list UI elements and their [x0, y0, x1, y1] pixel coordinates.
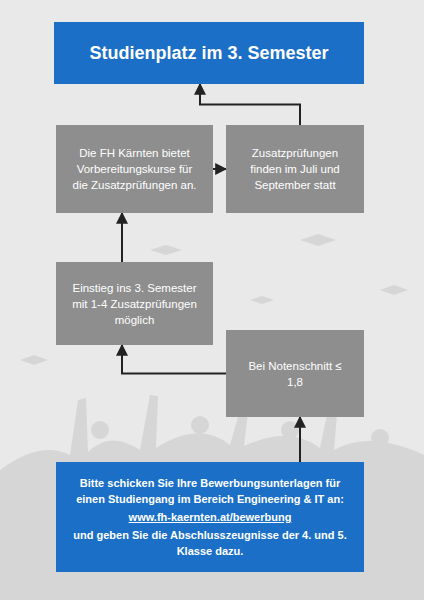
box-text: Bei Notenschnitt ≤ 1,8: [240, 358, 350, 390]
application-box: Bitte schicken Sie Ihre Bewerbungsunterl…: [56, 462, 364, 572]
flow-arrow: [200, 84, 300, 125]
process-box: Die FH Kärnten bietet Vorbereitungskurse…: [56, 125, 213, 213]
process-box: Einstieg ins 3. Semester mit 1-4 Zusatzp…: [56, 262, 213, 345]
flow-arrow: [122, 345, 226, 374]
box-text: und geben Sie die Abschlusszeugnisse der…: [68, 527, 352, 559]
flow-arrow: [121, 213, 123, 262]
box-text: Einstieg ins 3. Semester mit 1-4 Zusatzp…: [70, 280, 199, 328]
process-box: Zusatzprüfungen finden im Juli und Septe…: [226, 125, 364, 213]
condition-box: Bei Notenschnitt ≤ 1,8: [226, 330, 364, 417]
box-text: Bitte schicken Sie Ihre Bewerbungsunterl…: [68, 475, 352, 507]
box-text: Zusatzprüfungen finden im Juli und Septe…: [240, 145, 350, 193]
flow-arrow: [213, 168, 226, 170]
flow-arrow: [299, 417, 301, 462]
link-text: www.fh-kaernten.at/bewerbung: [129, 509, 292, 525]
box-text: Studienplatz im 3. Semester: [89, 42, 328, 65]
result-box: Studienplatz im 3. Semester: [54, 22, 364, 84]
box-text: Die FH Kärnten bietet Vorbereitungskurse…: [70, 145, 199, 193]
